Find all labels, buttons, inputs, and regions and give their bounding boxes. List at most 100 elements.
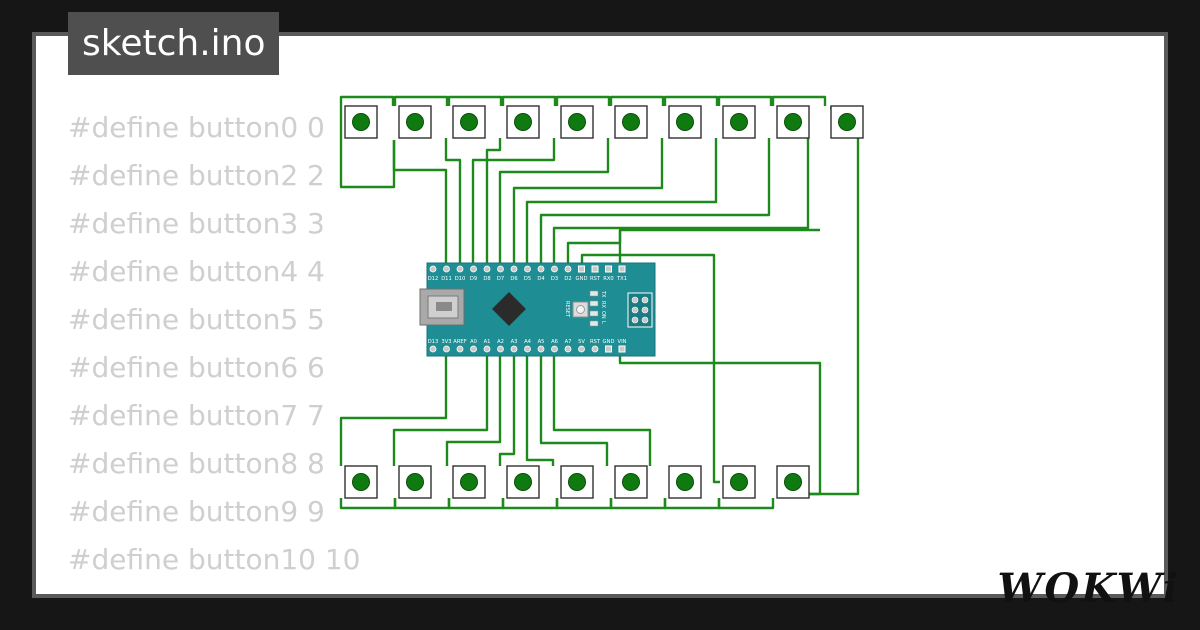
- pin[interactable]: [578, 345, 585, 353]
- pin[interactable]: [537, 265, 545, 273]
- pushbutton[interactable]: [452, 465, 486, 499]
- pin[interactable]: [443, 265, 450, 273]
- pin[interactable]: [605, 345, 612, 353]
- wire[interactable]: [539, 354, 609, 466]
- pushbutton[interactable]: [722, 465, 756, 499]
- wire[interactable]: [339, 354, 448, 466]
- pin[interactable]: [429, 345, 437, 353]
- wire[interactable]: [485, 138, 502, 264]
- pushbutton[interactable]: [614, 465, 648, 499]
- wire[interactable]: [445, 354, 502, 466]
- file-title-tab[interactable]: sketch.ino: [68, 12, 280, 75]
- pin[interactable]: [537, 345, 545, 353]
- wire[interactable]: [552, 354, 652, 466]
- wire[interactable]: [501, 498, 559, 510]
- wire[interactable]: [512, 138, 664, 264]
- icsp-pin: [631, 306, 639, 314]
- pin[interactable]: [470, 265, 477, 273]
- pin[interactable]: [483, 345, 491, 353]
- wire[interactable]: [663, 498, 721, 510]
- wire[interactable]: [339, 95, 395, 106]
- wire[interactable]: [447, 95, 503, 106]
- wire[interactable]: [566, 228, 820, 264]
- pin[interactable]: [497, 265, 504, 273]
- pushbutton[interactable]: [344, 465, 378, 499]
- pin-label: A1: [484, 339, 491, 345]
- pushbutton[interactable]: [722, 105, 756, 139]
- pin[interactable]: [497, 345, 504, 353]
- wire[interactable]: [771, 95, 827, 106]
- pin[interactable]: [591, 345, 599, 353]
- pushbutton[interactable]: [398, 465, 432, 499]
- pin-label: RX0: [603, 276, 613, 282]
- pin[interactable]: [564, 345, 572, 353]
- pin[interactable]: [551, 345, 558, 353]
- pin[interactable]: [524, 345, 531, 353]
- wire[interactable]: [498, 354, 516, 466]
- wire[interactable]: [392, 140, 448, 264]
- wire[interactable]: [618, 354, 822, 496]
- pin[interactable]: [456, 265, 464, 273]
- pushbutton[interactable]: [344, 105, 378, 139]
- pushbutton[interactable]: [668, 465, 702, 499]
- pin[interactable]: [564, 265, 572, 273]
- wire[interactable]: [525, 138, 718, 264]
- pin[interactable]: [605, 265, 612, 273]
- pin[interactable]: [578, 265, 585, 273]
- pushbutton[interactable]: [776, 105, 810, 139]
- pin[interactable]: [618, 265, 626, 273]
- pushbuttons[interactable]: [344, 105, 864, 499]
- pushbutton[interactable]: [452, 105, 486, 139]
- pin-label: AREF: [453, 339, 466, 345]
- pushbutton[interactable]: [560, 105, 594, 139]
- icsp-pin: [641, 316, 649, 324]
- pin[interactable]: [618, 345, 626, 353]
- pushbutton[interactable]: [506, 105, 540, 139]
- wire[interactable]: [501, 95, 557, 106]
- pin[interactable]: [470, 345, 477, 353]
- led: [589, 290, 599, 297]
- pushbutton[interactable]: [830, 105, 864, 139]
- pushbutton[interactable]: [776, 465, 810, 499]
- wire[interactable]: [555, 498, 613, 510]
- board-body[interactable]: [426, 262, 656, 357]
- wire[interactable]: [609, 498, 667, 510]
- pushbutton[interactable]: [560, 465, 594, 499]
- wire[interactable]: [552, 138, 810, 264]
- wire[interactable]: [339, 498, 397, 510]
- wire[interactable]: [498, 138, 610, 264]
- wire[interactable]: [712, 470, 720, 484]
- wire[interactable]: [539, 138, 771, 264]
- pin[interactable]: [483, 265, 491, 273]
- pushbutton[interactable]: [398, 105, 432, 139]
- wire[interactable]: [555, 95, 611, 106]
- pin[interactable]: [510, 345, 518, 353]
- wire[interactable]: [471, 138, 556, 264]
- pin[interactable]: [524, 265, 531, 273]
- pin-label: 3V3: [441, 339, 451, 345]
- wire[interactable]: [393, 498, 451, 510]
- wire[interactable]: [392, 354, 489, 466]
- pin[interactable]: [456, 345, 464, 353]
- pin[interactable]: [551, 265, 558, 273]
- pushbutton[interactable]: [506, 465, 540, 499]
- wire[interactable]: [663, 95, 719, 106]
- pin[interactable]: [510, 265, 518, 273]
- reset-button[interactable]: [572, 301, 589, 318]
- pin[interactable]: [429, 265, 437, 273]
- pushbutton[interactable]: [614, 105, 648, 139]
- wire[interactable]: [447, 498, 505, 510]
- wire[interactable]: [525, 354, 555, 466]
- pin[interactable]: [591, 265, 599, 273]
- wire[interactable]: [717, 498, 775, 510]
- wire[interactable]: [393, 95, 449, 106]
- wire[interactable]: [717, 95, 773, 106]
- pushbutton[interactable]: [668, 105, 702, 139]
- wire[interactable]: [444, 138, 462, 264]
- wire[interactable]: [609, 95, 665, 106]
- wire[interactable]: [808, 106, 860, 496]
- pin[interactable]: [443, 345, 450, 353]
